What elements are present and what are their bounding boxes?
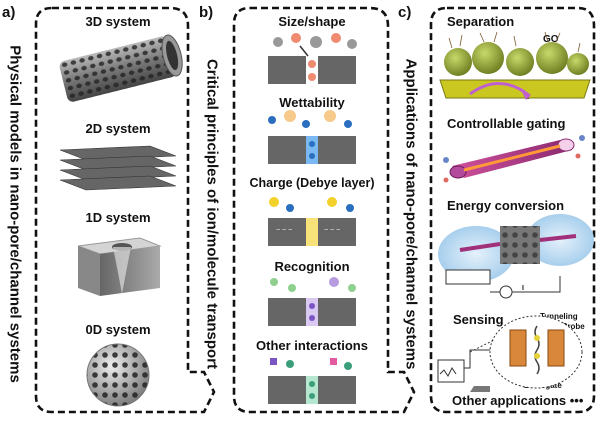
panel-a-side: a) Physical models in nano-pore/channel … (0, 0, 30, 428)
probe-label: Probe (562, 322, 585, 331)
label-size-shape: Size/shape (278, 14, 346, 29)
label-charge-debye: Charge (Debye layer) (249, 176, 375, 190)
go-label: GO (543, 34, 559, 45)
label-0d-system: 0D system (85, 322, 151, 337)
label-other-applications: Other applications ••• (452, 393, 584, 408)
panel-a-outline (34, 6, 216, 414)
label-energy-conversion: Energy conversion (447, 198, 565, 213)
panel-b-outline (232, 6, 416, 414)
label-3d-system: 3D system (85, 14, 151, 29)
panel-c-side: c) Applications of nano-pore/channel sys… (396, 0, 426, 428)
other-interactions-diagram (268, 358, 356, 404)
panel-c-letter: c) (398, 4, 412, 21)
gating-nanochannel-image (443, 135, 585, 183)
label-wettability: Wettability (279, 95, 345, 110)
3d-porous-tube-image (59, 34, 183, 102)
svg-text:− − −: − − − (276, 227, 292, 234)
current-label: I (522, 285, 524, 292)
1d-channel-block-image (77, 237, 162, 296)
panel-c-outline (429, 6, 596, 414)
svg-text:− − −: − − − (324, 227, 340, 234)
label-sensing: Sensing (453, 312, 504, 327)
label-recognition: Recognition (274, 259, 350, 274)
energy-conversion-image (438, 214, 594, 299)
charge-debye-diagram: − − − − − − (268, 197, 356, 246)
0d-porous-sphere-image (86, 343, 150, 407)
panel-a-letter: a) (2, 4, 16, 21)
label-2d-system: 2D system (85, 121, 151, 136)
tunneling-label: Tunneling (540, 312, 578, 321)
recognition-diagram (268, 277, 356, 326)
label-other-interactions: Other interactions (256, 338, 368, 353)
panel-b-side: b) Critical principles of ion/molecule t… (197, 0, 227, 428)
panel-b-letter: b) (199, 4, 214, 21)
sensing-image (437, 315, 583, 392)
2d-stacked-sheets-image (59, 145, 177, 191)
size-shape-diagram (268, 33, 357, 84)
label-controllable-gating: Controllable gating (447, 116, 566, 131)
separation-membrane-image (439, 31, 591, 100)
label-1d-system: 1D system (85, 210, 151, 225)
label-separation: Separation (447, 14, 515, 29)
wettability-diagram (268, 110, 356, 164)
